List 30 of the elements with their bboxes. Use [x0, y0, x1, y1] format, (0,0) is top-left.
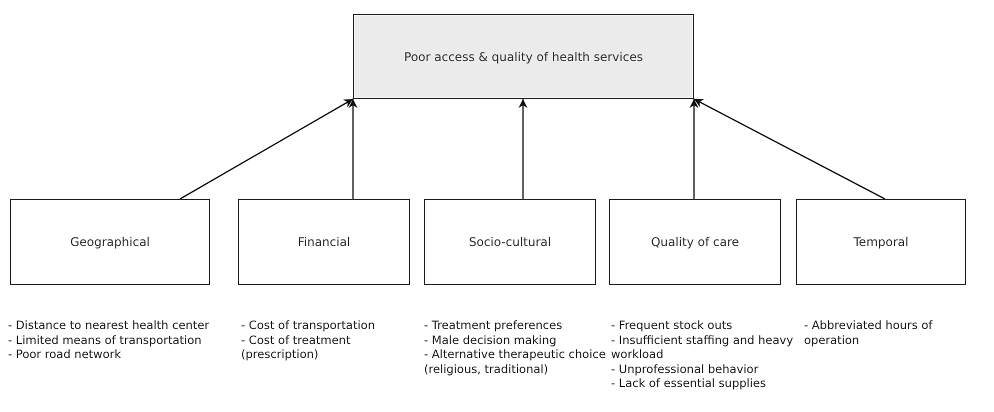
box-label: Financial — [298, 235, 350, 249]
bullet-text: - Distance to nearest health center — [8, 318, 210, 332]
bullet-text: - Abbreviated hours of operation — [804, 318, 934, 347]
bullet-text: - Male decision making — [424, 332, 558, 347]
factor-box — [10, 199, 210, 285]
box-label: Geographical — [70, 235, 150, 249]
bullet-text: - Cost of transportation — [241, 318, 376, 332]
bullet-text: - Insufficient staffing and heavy workload — [611, 332, 794, 362]
factor-box — [424, 199, 596, 285]
bullet-text: - Cost of treatment (prescription) — [241, 332, 352, 362]
bullet-text: - Poor road network — [8, 347, 122, 362]
factor-box — [238, 199, 410, 285]
box-label: Poor access & quality of health services — [404, 50, 643, 64]
factor-box — [609, 199, 781, 285]
arrow — [690, 99, 698, 199]
box-label: Temporal — [854, 235, 908, 249]
arrow — [348, 99, 358, 199]
bullet-text: - Lack of essential supplies — [611, 376, 767, 390]
arrow — [180, 98, 354, 200]
bullet-text: - Limited means of transportation — [8, 332, 203, 347]
bullet-text: - Treatment preferences — [424, 318, 564, 332]
box-label: Quality of care — [650, 235, 740, 249]
bullet-text: - Alternative therapeutic choice (religious, traditional) — [424, 347, 607, 376]
arrow — [694, 98, 886, 200]
factor-box — [796, 199, 966, 285]
outcome-box — [353, 14, 694, 99]
bullet-text: - Frequent stock outs — [611, 318, 734, 332]
box-label: Socio-cultural — [468, 235, 552, 249]
bullet-text: - Unprofessional behavior — [611, 362, 760, 376]
arrow — [518, 99, 528, 199]
